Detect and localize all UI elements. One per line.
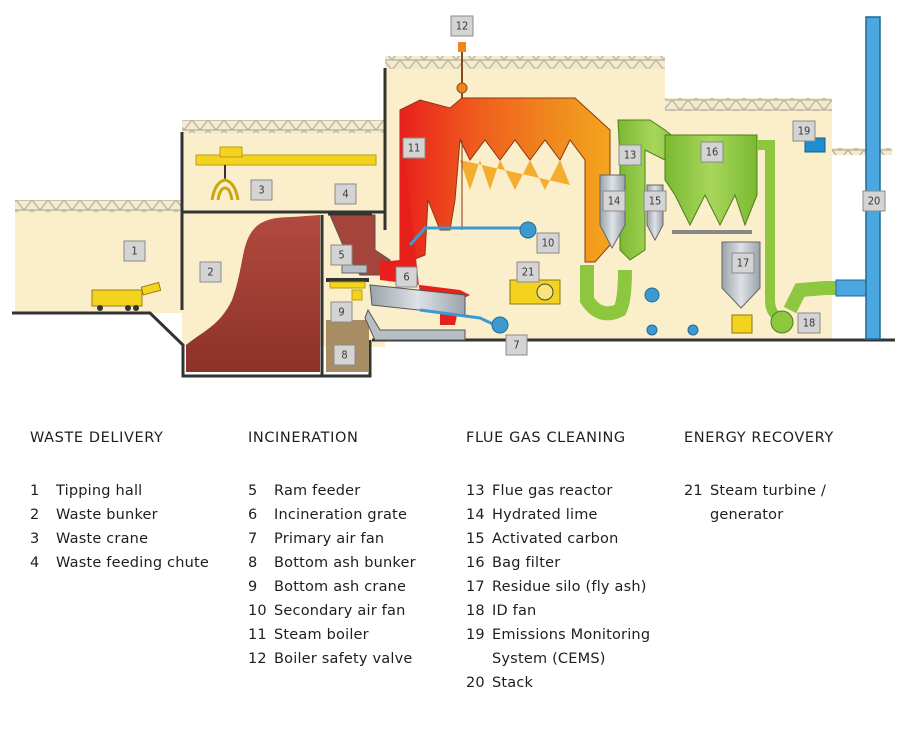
callout-13: 13	[618, 144, 642, 166]
callout-8: 8	[333, 344, 356, 366]
boiler-safety-valve	[456, 42, 468, 98]
svg-text:17: 17	[737, 257, 750, 270]
callout-7: 7	[505, 334, 528, 356]
callout-20: 20	[862, 190, 886, 212]
svg-text:9: 9	[338, 306, 344, 319]
ram-feeder	[341, 264, 368, 274]
waste-crane	[195, 146, 377, 201]
svg-text:10: 10	[542, 237, 555, 250]
svg-text:3: 3	[258, 184, 264, 197]
svg-text:2: 2	[207, 266, 213, 279]
callout-1: 1	[123, 240, 146, 262]
callout-6: 6	[395, 266, 418, 288]
svg-text:16: 16	[706, 146, 719, 159]
waste-pile	[186, 215, 320, 372]
svg-text:15: 15	[649, 195, 662, 208]
svg-text:14: 14	[608, 195, 621, 208]
bag-filter	[664, 134, 758, 234]
callout-18: 18	[797, 312, 821, 334]
air-ducts	[408, 226, 520, 327]
svg-text:6: 6	[403, 271, 409, 284]
svg-text:13: 13	[624, 149, 637, 162]
callout-5: 5	[330, 244, 353, 266]
callout-11: 11	[402, 137, 426, 159]
callout-3: 3	[250, 179, 273, 201]
svg-text:1: 1	[131, 245, 137, 258]
callout-9: 9	[330, 301, 353, 323]
svg-text:21: 21	[522, 266, 535, 279]
garbage-truck	[91, 281, 162, 311]
svg-text:11: 11	[408, 142, 421, 155]
svg-text:18: 18	[803, 317, 816, 330]
steam-turbine-generator	[509, 279, 561, 305]
callout-17: 17	[731, 252, 755, 274]
svg-text:7: 7	[513, 339, 519, 352]
callout-19: 19	[792, 120, 816, 142]
callout-21: 21	[516, 261, 540, 283]
svg-text:4: 4	[342, 188, 348, 201]
callout-4: 4	[334, 183, 357, 205]
stack	[865, 16, 881, 340]
svg-text:12: 12	[456, 20, 469, 33]
primary-air-fan	[491, 316, 509, 334]
callout-15: 15	[643, 190, 667, 212]
callout-12: 12	[450, 15, 474, 37]
pumps	[644, 287, 699, 336]
callout-16: 16	[700, 141, 724, 163]
callout-14: 14	[602, 190, 626, 212]
legend-heading: INCINERATION	[248, 430, 359, 446]
secondary-air-fan	[519, 221, 537, 239]
legend-heading: FLUE GAS CLEANING	[466, 430, 626, 446]
svg-text:20: 20	[868, 195, 881, 208]
legend-heading: WASTE DELIVERY	[30, 430, 164, 446]
legend-heading: ENERGY RECOVERY	[684, 430, 834, 446]
callout-10: 10	[536, 232, 560, 254]
svg-text:5: 5	[338, 249, 344, 262]
id-fan	[770, 279, 867, 334]
plant-diagram: 1 2 3 4 5 6 7 8 9 10 11 12 13 14 15 16 1…	[12, 15, 895, 378]
svg-text:19: 19	[798, 125, 811, 138]
callout-2: 2	[199, 261, 222, 283]
svg-text:8: 8	[341, 349, 347, 362]
incineration-grate	[364, 284, 466, 341]
